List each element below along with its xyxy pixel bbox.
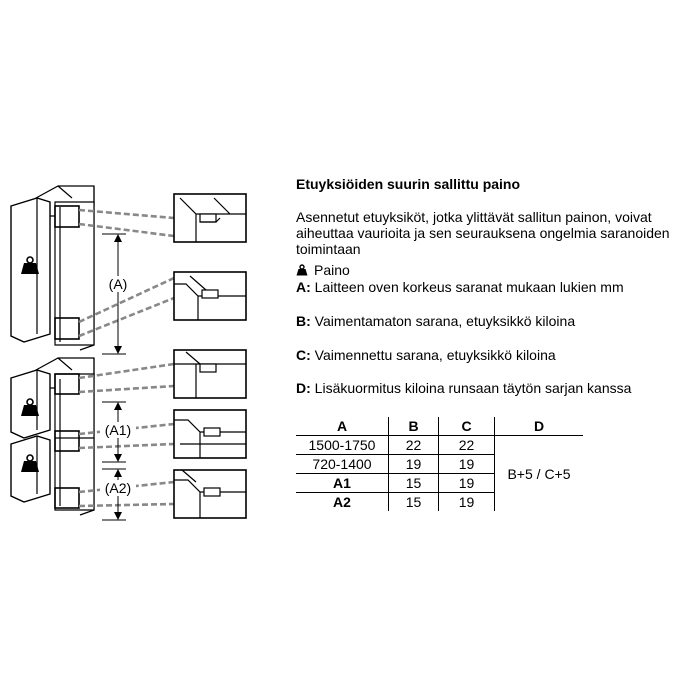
legend-weight-text: Paino — [314, 262, 350, 278]
hinge-marker-bottom — [54, 317, 80, 340]
warning-paragraph: Asennetut etuyksiköt, jotka ylittävät sa… — [296, 209, 670, 257]
legend-a: A: Laitteen oven korkeus saranat mukaan … — [296, 279, 624, 295]
legend-b-text: Vaimentamaton sarana, etuyksikkö kiloina — [314, 313, 576, 329]
table-cell: 19 — [388, 454, 439, 474]
table-cell: A1 — [296, 473, 389, 493]
weight-icon — [21, 256, 39, 274]
legend-b: B: Vaimentamaton sarana, etuyksikkö kilo… — [296, 313, 575, 329]
table-header-row: A B C D — [296, 417, 583, 436]
dimension-label-a: (A) — [109, 276, 128, 292]
table-row: 720-1400 19 19 — [296, 454, 583, 474]
dimension-a — [102, 233, 126, 355]
table-cell-d: B+5 / C+5 — [494, 435, 583, 511]
weight-icon — [296, 264, 308, 276]
table-header: D — [494, 417, 583, 436]
hinge-detail-5 — [173, 469, 247, 519]
hinge-marker-top — [54, 205, 80, 228]
hinge-detail-2 — [173, 271, 247, 321]
door-panel-upper — [10, 369, 51, 439]
table-row: A1 15 19 — [296, 473, 583, 493]
table-header: B — [388, 417, 439, 436]
legend-c: C: Vaimennettu sarana, etuyksikkö kiloin… — [296, 347, 556, 363]
table-cell: 19 — [438, 473, 495, 493]
legend-c-key: C: — [296, 347, 311, 363]
table-header: C — [438, 417, 495, 436]
hinge-detail-1 — [173, 193, 247, 243]
hinge-marker-upper — [54, 373, 80, 395]
table-header: A — [296, 417, 389, 436]
hinge-marker-middle — [54, 430, 80, 452]
table-row: 1500-1750 22 22 B+5 / C+5 — [296, 435, 583, 511]
dimension-label-a2: (A2) — [105, 480, 131, 496]
table-cell: 720-1400 — [296, 454, 389, 474]
hinge-marker-lower — [54, 487, 80, 509]
table-cell: 1500-1750 — [296, 435, 389, 455]
legend-c-text: Vaimennettu sarana, etuyksikkö kiloina — [314, 347, 556, 363]
dimension-label-a1: (A1) — [105, 422, 131, 438]
table-cell: A2 — [333, 494, 351, 510]
hinge-detail-4 — [173, 409, 247, 459]
legend-a-key: A: — [296, 279, 311, 295]
table-cell: 22 — [438, 435, 495, 455]
legend-a-text: Laitteen oven korkeus saranat mukaan luk… — [314, 279, 624, 295]
legend-weight: Paino — [296, 262, 350, 278]
table-cell: 15 — [388, 473, 439, 493]
legend-d: D: Lisäkuormitus kiloina runsaan täytön … — [296, 380, 631, 396]
table-cell: 15 — [388, 492, 439, 511]
legend-d-key: D: — [296, 380, 311, 396]
table-cell: 19 — [438, 454, 495, 474]
weight-icon — [21, 454, 39, 472]
installation-diagram: (A) (A1) (A2) — [10, 185, 247, 521]
table-cell: 22 — [388, 435, 439, 455]
weight-table: A B C D 1500-1750 22 22 B+5 / C+5 720-14… — [296, 417, 583, 511]
table-cell: 19 — [438, 492, 495, 511]
section-title: Etuyksiöiden suurin sallittu paino — [296, 176, 521, 192]
legend-d-text: Lisäkuormitus kiloina runsaan täytön sar… — [314, 380, 632, 396]
hinge-detail-3 — [173, 349, 247, 399]
table-row: A2 15 19 — [296, 492, 583, 511]
legend-b-key: B: — [296, 313, 311, 329]
weight-icon — [21, 398, 39, 416]
